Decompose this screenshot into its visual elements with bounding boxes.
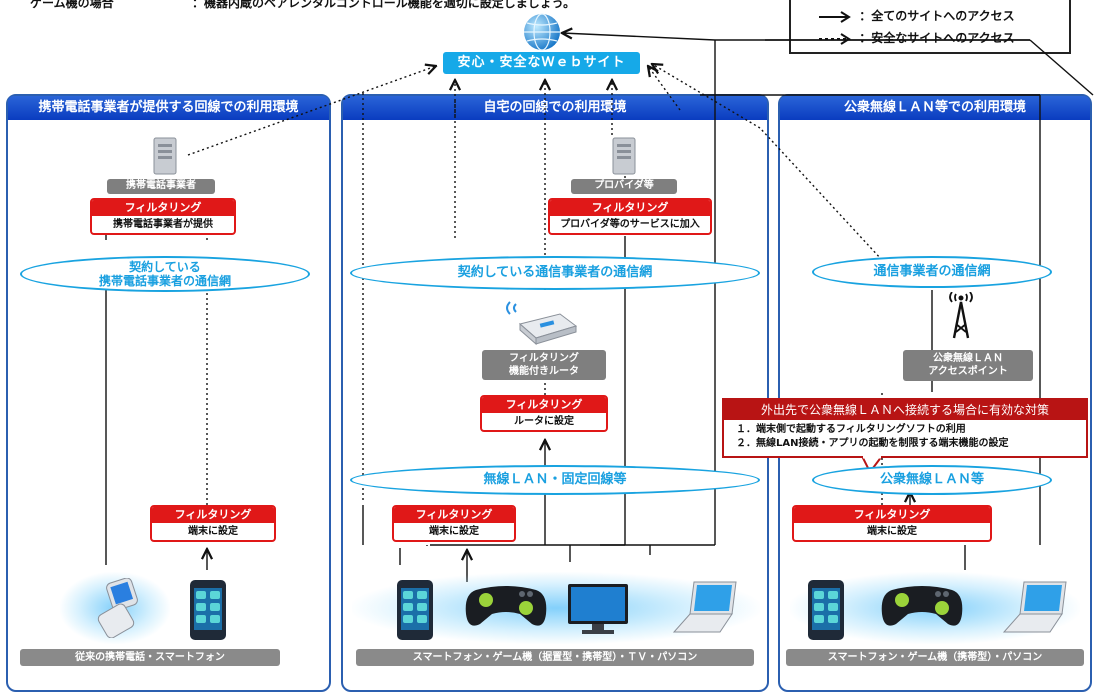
filter-body: 端末に設定: [188, 526, 238, 537]
filter-public-device: フィルタリング 端末に設定: [792, 505, 992, 542]
ap-label-line-1: 公衆無線ＬＡＮ: [933, 353, 1003, 364]
home-device-label: スマートフォン・ゲーム機（据置型・携帯型）・ＴＶ・パソコン: [356, 649, 754, 666]
filter-title: フィルタリング: [394, 507, 514, 523]
filter-body: ルータに設定: [514, 416, 574, 427]
public-wireless-ellipse: 公衆無線ＬＡＮ等: [812, 465, 1052, 495]
public-device-label: スマートフォン・ゲーム機（携帯型）・パソコン: [786, 649, 1084, 666]
game-controller-icon: [878, 580, 966, 638]
legend-dashed: ：安全なサイトへのアクセス: [817, 29, 1015, 46]
server-icon: [150, 136, 180, 180]
legend-solid: ：全てのサイトへのアクセス: [817, 7, 1015, 24]
network-line-1: 契約している: [129, 260, 201, 274]
laptop-icon: [670, 578, 742, 640]
router-label-line-1: フィルタリング: [509, 353, 579, 364]
home-network-ellipse: 契約している通信事業者の通信網: [350, 256, 760, 290]
safe-website-label: 安心・安全なＷｅｂサイト: [443, 52, 640, 74]
access-point-label: 公衆無線ＬＡＮ アクセスポイント: [903, 350, 1033, 381]
solid-arrow-icon: [819, 10, 851, 23]
smartphone-icon: [188, 578, 228, 646]
filter-title: フィルタリング: [92, 200, 234, 216]
filter-title: フィルタリング: [794, 507, 990, 523]
smartphone-icon: [395, 578, 435, 646]
legend-dashed-text: ：安全なサイトへのアクセス: [859, 31, 1015, 45]
filter-title: フィルタリング: [482, 397, 606, 413]
dashed-arrow-icon: [819, 32, 851, 45]
mobile-device-label: 従来の携帯電話・スマートフォン: [20, 649, 280, 666]
router-label: フィルタリング 機能付きルータ: [482, 350, 606, 380]
top-note-text: ：機器内蔵のペアレンタルコントロール機能を適切に設定しましょう。: [192, 0, 576, 10]
laptop-icon: [1000, 578, 1072, 640]
filter-body: 携帯電話事業者が提供: [113, 219, 213, 230]
panel-public-header: 公衆無線ＬＡＮ等での利用環境: [780, 96, 1090, 120]
filter-title: フィルタリング: [152, 507, 274, 523]
network-line-2: 携帯電話事業者の通信網: [98, 274, 231, 288]
globe-icon: [522, 12, 562, 56]
mobile-carrier-label: 携帯電話事業者: [107, 179, 215, 194]
top-note: ゲーム機の場合 ：機器内蔵のペアレンタルコントロール機能を適切に設定しましょう。: [30, 0, 575, 11]
game-controller-icon: [462, 580, 550, 638]
filter-provider: フィルタリング プロバイダ等のサービスに加入: [548, 198, 712, 235]
antenna-icon: [944, 291, 978, 344]
filter-router: フィルタリング ルータに設定: [480, 395, 608, 432]
filter-title: フィルタリング: [550, 200, 710, 216]
server-icon: [609, 136, 639, 180]
smartphone-icon: [806, 578, 846, 646]
router-icon: [500, 300, 580, 352]
callout-item-1: １．端末側で起動するフィルタリングソフトの利用: [736, 424, 966, 435]
legend: ：全てのサイトへのアクセス ：安全なサイトへのアクセス: [789, 0, 1071, 54]
ap-label-line-2: アクセスポイント: [928, 366, 1008, 377]
tv-icon: [566, 582, 630, 642]
filter-mobile-carrier: フィルタリング 携帯電話事業者が提供: [90, 198, 236, 235]
flip-phone-icon: [95, 577, 147, 642]
filter-mobile-device: フィルタリング 端末に設定: [150, 505, 276, 542]
callout-title: 外出先で公衆無線ＬＡＮへ接続する場合に有効な対策: [724, 400, 1086, 420]
top-note-label: ゲーム機の場合: [30, 0, 114, 10]
panel-mobile-header: 携帯電話事業者が提供する回線での利用環境: [8, 96, 329, 120]
provider-label: プロバイダ等: [571, 179, 677, 194]
mobile-network-ellipse: 契約している 携帯電話事業者の通信網: [20, 256, 310, 292]
filter-body: 端末に設定: [429, 526, 479, 537]
public-network-ellipse: 通信事業者の通信網: [812, 256, 1052, 288]
public-lan-countermeasures-callout: 外出先で公衆無線ＬＡＮへ接続する場合に有効な対策 １．端末側で起動するフィルタリ…: [722, 398, 1088, 458]
home-wireless-ellipse: 無線ＬＡＮ・固定回線等: [350, 465, 760, 495]
panel-home-header: 自宅の回線での利用環境: [343, 96, 767, 120]
router-label-line-2: 機能付きルータ: [509, 366, 579, 377]
callout-pointer: [860, 456, 884, 474]
filter-home-device: フィルタリング 端末に設定: [392, 505, 516, 542]
legend-solid-text: ：全てのサイトへのアクセス: [859, 9, 1015, 23]
filter-body: プロバイダ等のサービスに加入: [560, 219, 700, 230]
filter-body: 端末に設定: [867, 526, 917, 537]
callout-item-2: ２．無線LAN接続・アプリの起動を制限する端末機能の設定: [736, 438, 1009, 449]
